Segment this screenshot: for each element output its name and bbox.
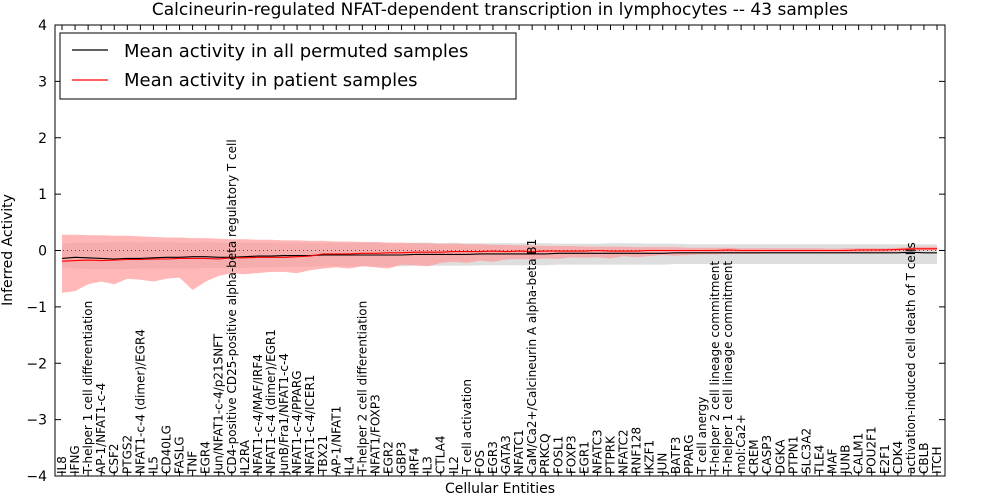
entity-label: T-helper 1 cell differentiation <box>81 301 95 475</box>
entity-label: PRKCQ <box>538 433 552 474</box>
entity-label: NFATC3 <box>590 429 604 474</box>
entity-label: IL5 <box>146 456 160 474</box>
y-tick-label: −2 <box>26 356 47 372</box>
entity-label: TLE4 <box>813 445 827 475</box>
y-axis-label: Inferred Activity <box>0 194 16 306</box>
entity-label: CD4-positive CD25-positive alpha-beta re… <box>225 139 239 474</box>
entity-label: IL4 <box>342 456 356 474</box>
y-tick-label: −4 <box>26 469 47 485</box>
legend-label-patient: Mean activity in patient samples <box>124 70 418 91</box>
entity-label: PTPRK <box>604 435 618 474</box>
y-tick-label: 2 <box>38 131 47 147</box>
entity-label: CBLB <box>917 442 931 474</box>
entity-label: POU2F1 <box>865 426 879 474</box>
x-axis-label: Cellular Entities <box>445 481 555 497</box>
entity-label: NFAT1-c-4/MAF/IRF4 <box>251 354 265 474</box>
entity-label: CSF2 <box>107 443 121 474</box>
entity-label: NFAT1-c-4/PPARG <box>290 370 304 474</box>
entity-label: T-helper 2 cell differentiation <box>355 301 369 475</box>
entity-label: T-helper 2 cell lineage commitment <box>708 261 722 475</box>
y-tick-label: 3 <box>38 74 47 90</box>
chart-title: Calcineurin-regulated NFAT-dependent tra… <box>152 0 848 20</box>
entity-label: FOXP3 <box>564 435 578 474</box>
series-line-permuted <box>61 251 937 260</box>
entity-label: PTPN1 <box>786 436 800 474</box>
entity-label: T cell activation <box>460 379 474 475</box>
entity-label: CREM <box>747 439 761 474</box>
entity-label: EGR2 <box>382 441 396 474</box>
y-tick-label: 0 <box>38 244 47 260</box>
entity-label: MAF <box>826 448 840 474</box>
entity-label: ITCH <box>930 446 944 474</box>
entity-label: TNF <box>186 451 200 475</box>
entity-label: SLC3A2 <box>799 428 813 474</box>
entity-label: RNF128 <box>630 427 644 474</box>
entity-label: Jun/NFAT1-c-4/p21SNFT <box>212 333 226 475</box>
entity-label: IKZF1 <box>643 440 657 474</box>
entity-label: AP-1/NFAT1 <box>329 406 343 474</box>
series-line-patient <box>61 248 937 262</box>
entity-label: CaM/Ca2+/Calcineurin A alpha-beta B1 <box>525 239 539 474</box>
entity-label: IFNG <box>68 445 82 474</box>
entity-label: T cell anergy <box>695 397 709 475</box>
plot-area <box>55 234 945 293</box>
entity-label: NFAT1-c-4/ICER1 <box>303 375 317 474</box>
entity-label: JunB/Fra1/NFAT1-c-4 <box>277 353 291 475</box>
entity-label: IL8 <box>55 456 69 474</box>
entity-label: BATF3 <box>669 437 683 474</box>
entity-label: FASLG <box>173 436 187 474</box>
entity-label: JUNB <box>839 444 853 475</box>
entity-label: CDK4 <box>891 441 905 474</box>
entity-label: mol:Ca2+ <box>734 414 748 474</box>
entity-label: NFAT1-c-4 (dimer)/EGR1 <box>264 329 278 474</box>
y-tick-label: −3 <box>26 413 47 429</box>
entity-label: CALM1 <box>852 433 866 474</box>
entity-label: PPARG <box>682 434 696 474</box>
entity-label: IL2RA <box>238 439 252 474</box>
entity-label: NFATC2 <box>617 429 631 474</box>
legend: Mean activity in all permuted samples Me… <box>59 32 517 100</box>
entity-label: IL3 <box>421 456 435 474</box>
y-tick-label: 4 <box>38 18 47 34</box>
entity-label: JUN <box>656 453 670 475</box>
entity-label: AP-1/NFAT1-c-4 <box>94 383 108 474</box>
entity-label: CTLA4 <box>434 435 448 474</box>
entity-label: DGKA <box>773 439 787 474</box>
entity-label: EGR1 <box>577 441 591 474</box>
entity-label: PTGS2 <box>120 435 134 474</box>
entity-label: FOS <box>473 450 487 474</box>
entity-label: IL2 <box>447 456 461 474</box>
entity-label: NFAT1-c-4 (dimer)/EGR4 <box>133 329 147 474</box>
entity-label: E2F1 <box>878 444 892 474</box>
entity-label: EGR4 <box>199 441 213 474</box>
entity-label: CASP3 <box>760 435 774 474</box>
y-tick-label: −1 <box>26 300 47 316</box>
band-patient <box>62 234 937 293</box>
y-tick-label: 1 <box>38 187 47 203</box>
entity-label: GATA3 <box>499 435 513 474</box>
legend-label-permuted: Mean activity in all permuted samples <box>124 41 468 62</box>
legend-box <box>59 32 517 100</box>
entity-label: CD40LG <box>160 425 174 474</box>
entity-label: NFATC1 <box>512 429 526 474</box>
entity-label: TBX21 <box>316 435 330 475</box>
x-axis <box>61 25 938 476</box>
entity-label: GBP3 <box>395 442 409 474</box>
y-axis: 4 3 2 1 0 −1 −2 −3 −4 <box>26 18 945 485</box>
entity-label: IRF4 <box>408 448 422 474</box>
entity-label: activation-induced cell death of T cells <box>904 242 918 474</box>
entity-label: FOSL1 <box>551 436 565 474</box>
entity-label: NFAT1/FOXP3 <box>368 394 382 474</box>
entity-label: EGR3 <box>486 441 500 474</box>
entity-label: T-helper 1 cell lineage commitment <box>721 261 735 475</box>
